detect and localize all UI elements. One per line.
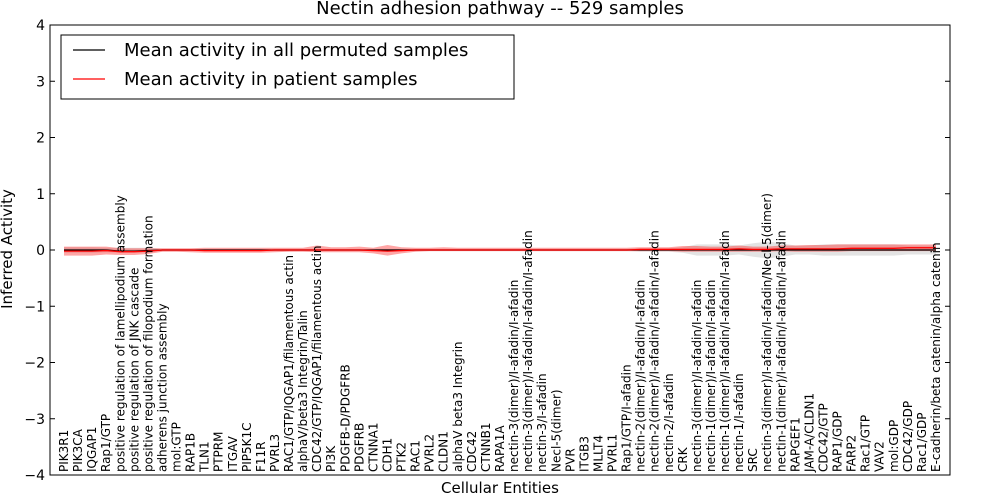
y-tick-label: −4: [24, 468, 45, 484]
x-tick-label: nectin-1(dimer)/I-afadin/I-afadin/I-afad…: [718, 230, 732, 472]
x-tick-label: PTK2: [395, 442, 409, 472]
y-tick-label: 2: [36, 131, 45, 147]
x-tick-label: adherens junction assembly: [155, 303, 169, 472]
x-tick-label: PVRL1: [606, 434, 620, 472]
legend-label: Mean activity in all permuted samples: [124, 40, 468, 61]
y-tick-label: 3: [36, 74, 45, 90]
legend: Mean activity in all permuted samplesMea…: [60, 34, 515, 100]
x-tick-label: mol:GTP: [170, 422, 184, 472]
x-tick-label: TLN1: [198, 441, 212, 473]
x-tick-label: F11R: [254, 441, 268, 472]
x-tick-label: CDC42/GTP/IQGAP1/filamentous actin: [310, 246, 324, 472]
x-tick-label: Necl-5(dimer): [549, 389, 563, 472]
y-axis-ticks: 4 3 2 1 0 −1 −2 −3 −4: [24, 18, 950, 484]
x-tick-label: positive regulation of JNK cascade: [127, 268, 141, 472]
x-tick-label: RAC1/GTP/IQGAP1/filamentous actin: [282, 255, 296, 472]
y-tick-label: 1: [36, 187, 45, 203]
x-axis-title: Cellular Entities: [441, 479, 559, 497]
x-tick-label: PDGFRB: [352, 423, 366, 472]
series-line-1: [64, 247, 936, 253]
x-tick-label: CDH1: [380, 438, 394, 472]
x-tick-label: Rac1/GDP: [915, 413, 929, 472]
x-tick-label: ITGB3: [577, 436, 591, 472]
legend-label: Mean activity in patient samples: [124, 69, 418, 90]
y-tick-label: −2: [24, 356, 45, 372]
x-tick-label: PIK3CA: [71, 428, 85, 472]
x-tick-label: CDC42: [465, 431, 479, 472]
y-tick-label: 0: [36, 243, 45, 259]
x-tick-label: Rac1/GTP: [859, 415, 873, 472]
x-tick-label: CDC42/GDP: [901, 401, 915, 472]
x-tick-label: alphaV/beta3 Integrin/Talin: [296, 310, 310, 472]
plot-frame: [49, 24, 951, 476]
x-tick-label: RAPA1A: [493, 425, 507, 472]
x-tick-label: VAV2: [873, 441, 887, 472]
x-tick-label: CRK: [676, 446, 690, 472]
x-tick-label: PVRL3: [268, 434, 282, 472]
x-tick-label: positive regulation of lamellipodium ass…: [113, 195, 127, 472]
x-tick-label: RAPGEF1: [788, 417, 802, 472]
x-tick-label: nectin-1/I-afadin: [732, 373, 746, 472]
x-tick-label: PIP5K1C: [240, 422, 254, 472]
y-axis-title: Inferred Activity: [0, 189, 16, 309]
x-tick-label: alphaV beta3 Integrin: [451, 341, 465, 472]
x-tick-label: SRC: [746, 448, 760, 472]
x-tick-label: PDGFB-D/PDGFRB: [338, 364, 352, 472]
x-tick-label: FARP2: [845, 435, 859, 472]
x-tick-label: PVRL2: [423, 434, 437, 472]
y-tick-label: 4: [36, 18, 45, 34]
x-tick-label: ITGAV: [226, 435, 240, 472]
x-tick-label: nectin-3(dimer)/I-afadin/I-afadin/I-afad…: [521, 230, 535, 472]
x-tick-label: nectin-1(dimer)/I-afadin/I-afadin/I-afad…: [774, 230, 788, 472]
x-tick-label: nectin-3(dimer)/I-afadin/I-afadin/Necl-5…: [760, 193, 774, 472]
x-tick-label: RAC1: [409, 440, 423, 472]
x-tick-label: nectin-2/I-afadin: [662, 373, 676, 472]
x-tick-label: nectin-2(dimer)/I-afadin/I-afadin: [634, 280, 648, 472]
x-tick-label: MLLT4: [591, 435, 605, 472]
x-tick-label: PIK3R1: [57, 430, 71, 472]
x-tick-label: nectin-2(dimer)/I-afadin/I-afadin/I-afad…: [648, 230, 662, 472]
x-tick-label: nectin-3/I-afadin: [535, 373, 549, 472]
x-tick-label: CTNNB1: [479, 422, 493, 472]
x-tick-label: RAP1/GDP: [831, 411, 845, 472]
x-tick-label: CDC42/GTP: [816, 403, 830, 472]
x-tick-label: JAM-A/CLDN1: [802, 393, 816, 473]
chart-title: Nectin adhesion pathway -- 529 samples: [316, 0, 684, 19]
y-tick-label: −3: [24, 412, 45, 428]
x-tick-label: nectin-3(dimer)/I-afadin/I-afadin: [507, 280, 521, 472]
x-tick-label: CTNNA1: [366, 422, 380, 472]
x-tick-label: PVR: [563, 448, 577, 472]
x-tick-label: CLDN1: [437, 431, 451, 472]
legend-box: [60, 34, 515, 100]
x-tick-label: PI3K: [324, 445, 338, 472]
x-tick-label: nectin-1(dimer)/I-afadin/I-afadin: [704, 280, 718, 472]
x-tick-label: Rap1/GTP: [99, 414, 113, 472]
y-tick-label: −1: [24, 299, 45, 315]
x-tick-label: IQGAP1: [85, 427, 99, 472]
x-tick-label: nectin-3(dimer)/I-afadin/I-afadin: [690, 280, 704, 472]
series-lines: [64, 247, 936, 253]
x-tick-label: RAP1B: [184, 433, 198, 472]
x-tick-label: positive regulation of filopodium format…: [141, 215, 155, 472]
x-tick-label: E-cadherin/beta catenin/alpha catenin: [929, 242, 943, 472]
x-tick-label: mol:GDP: [887, 420, 901, 472]
x-tick-label: Rap1/GTP/I-afadin: [620, 364, 634, 472]
x-tick-label: PTPRM: [212, 432, 226, 473]
